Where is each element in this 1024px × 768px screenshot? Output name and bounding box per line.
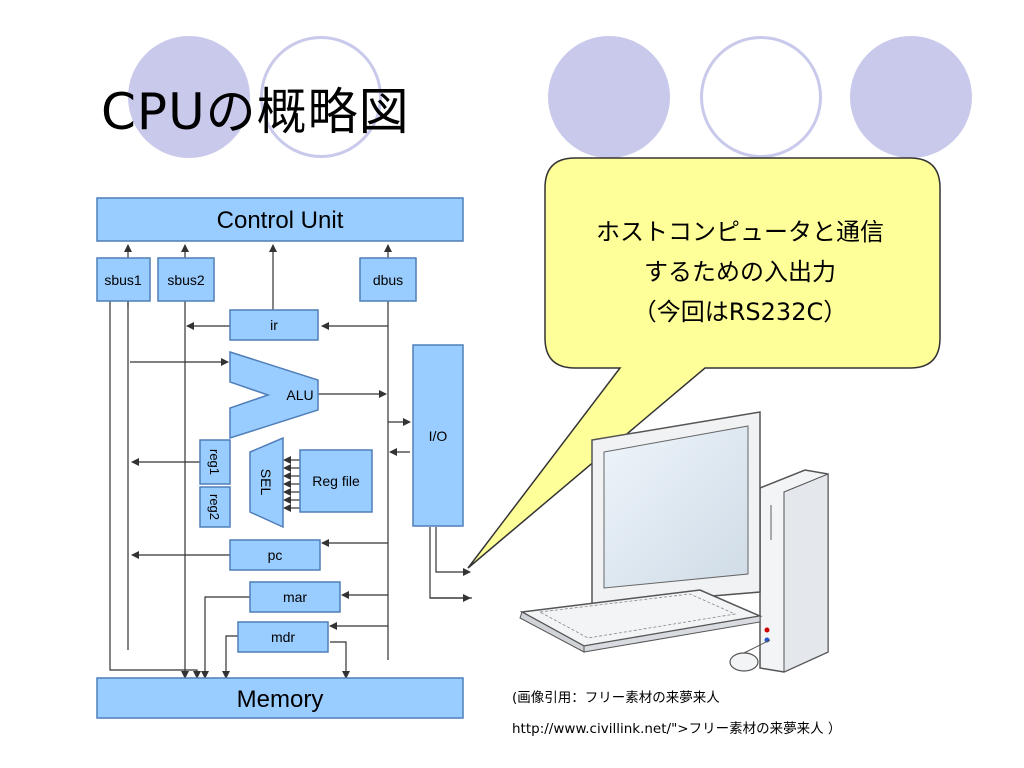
sel-label: SEL <box>258 469 274 496</box>
dbus-block: dbus <box>359 257 417 302</box>
image-credit-line-2: http://www.civillink.net/">フリー素材の来夢来人 ） <box>512 721 842 737</box>
image-credit-line-1: (画像引用：フリー素材の来夢来人 <box>512 690 720 706</box>
control-unit-block: Control Unit <box>96 197 464 242</box>
callout-line-1: ホストコンピュータと通信 <box>596 218 884 246</box>
callout-bubble <box>467 157 941 569</box>
mar-label: mar <box>283 589 307 605</box>
alu-block: ALU <box>229 350 319 440</box>
callout-line-2: するための入出力 <box>644 258 836 286</box>
mdr-label: mdr <box>271 629 295 645</box>
sbus2-block: sbus2 <box>157 257 215 302</box>
memory-block: Memory <box>96 677 464 719</box>
computer-illustration-icon <box>519 411 829 673</box>
sbus2-label: sbus2 <box>167 272 205 288</box>
alu-label: ALU <box>286 387 313 403</box>
reg-file-label: Reg file <box>312 473 360 489</box>
deco-circle-5 <box>850 36 972 158</box>
mar-block: mar <box>249 581 341 613</box>
deco-circle-3 <box>548 36 670 158</box>
dbus-label: dbus <box>373 272 403 288</box>
sbus1-label: sbus1 <box>104 272 142 288</box>
deco-circle-1 <box>128 36 250 158</box>
slide-title: CPUの概略図 <box>101 83 410 141</box>
deco-circle-2 <box>260 36 382 158</box>
reg1-label: reg1 <box>207 449 222 475</box>
sel-mux: SEL <box>249 436 284 529</box>
ir-label: ir <box>270 317 278 333</box>
reg2-block: reg2 <box>199 486 231 528</box>
io-block: I/O <box>412 344 464 527</box>
io-label: I/O <box>429 428 448 444</box>
sbus1-block: sbus1 <box>96 257 151 302</box>
ir-block: ir <box>229 309 319 341</box>
reg-file-block: Reg file <box>299 449 373 513</box>
reg2-label: reg2 <box>207 494 222 520</box>
memory-label: Memory <box>237 686 324 713</box>
pc-label: pc <box>268 547 283 563</box>
callout-line-3: （今回はRS232C） <box>632 298 848 326</box>
pc-block: pc <box>229 539 321 571</box>
deco-circle-4 <box>700 36 822 158</box>
control-unit-label: Control Unit <box>217 207 344 234</box>
mdr-block: mdr <box>237 621 329 653</box>
reg1-block: reg1 <box>199 439 231 485</box>
